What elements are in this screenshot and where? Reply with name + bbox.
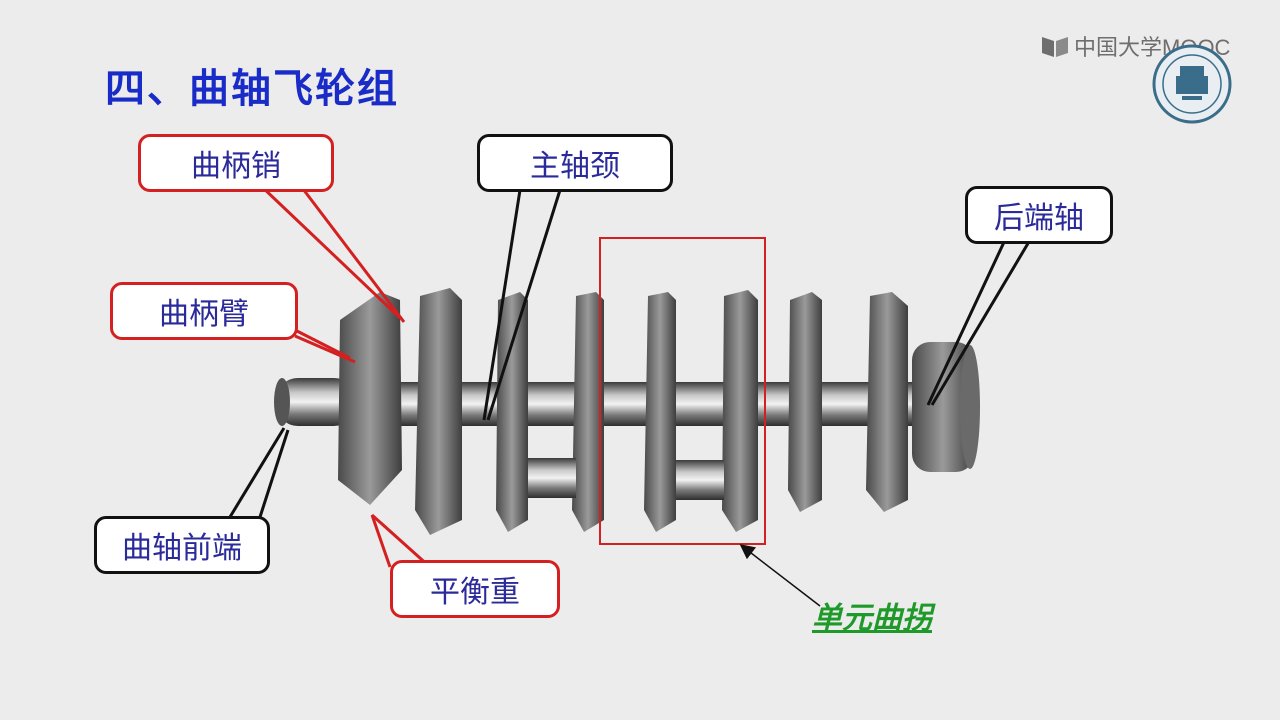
label-crank-pin: 曲柄销 (138, 134, 334, 192)
red-callout-lines (258, 183, 432, 569)
black-callout-lines (228, 189, 1032, 518)
unit-throw-link[interactable]: 单元曲拐 (812, 601, 932, 636)
slide-title: 四、曲轴飞轮组 (105, 66, 399, 112)
label-crankshaft-front-end: 曲轴前端 (94, 516, 270, 574)
label-rear-shaft: 后端轴 (965, 186, 1113, 244)
label-crank-arm: 曲柄臂 (110, 282, 298, 340)
unit-throw-arrow (739, 544, 821, 607)
book-logo-icon (1042, 37, 1068, 57)
university-seal-icon (1152, 44, 1232, 124)
label-main-journal: 主轴颈 (477, 134, 673, 192)
crankshaft (274, 288, 980, 535)
unit-throw-box (599, 237, 766, 545)
label-counterweight: 平衡重 (390, 560, 560, 618)
